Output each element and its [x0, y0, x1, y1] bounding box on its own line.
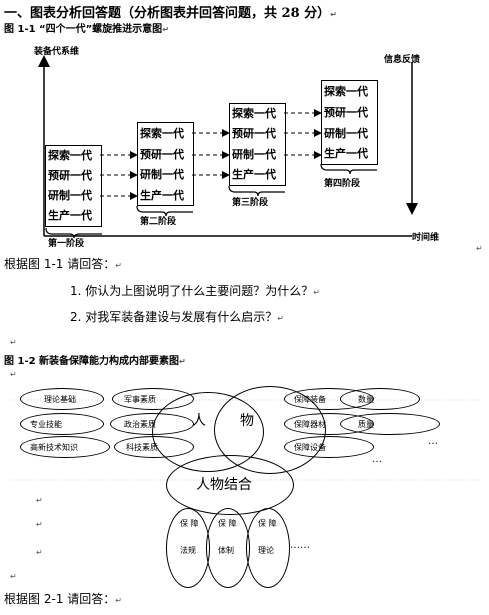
- paragraph-mark: ↵: [476, 244, 483, 253]
- figure2-caption: 图 1-2 新装备保障能力构成内部要素图↵: [4, 356, 186, 367]
- pill-label: 保障器材: [294, 420, 326, 429]
- bottom-label-bottom: 法规: [180, 546, 196, 555]
- stage3-item: 探索一代: [232, 107, 276, 120]
- q1-intro: 根据图 1-1 请回答：↵: [4, 257, 122, 271]
- info-feedback-label: 信息反馈: [384, 55, 421, 65]
- stage3-box: 探索一代 预研一代 研制一代 生产一代: [229, 103, 286, 186]
- pill-label: 保障设备: [294, 443, 326, 452]
- pill-right-3: [284, 436, 374, 458]
- bottom-label-top: 保 障: [180, 519, 199, 528]
- figure1-axes: [38, 55, 418, 239]
- section-title: 一、图表分析回答题（分析图表并回答问题，共 28 分）↵: [4, 6, 337, 21]
- ellipsis-mid: …: [372, 454, 382, 465]
- object-label: 物: [240, 413, 254, 429]
- pill-far-1: [340, 388, 420, 410]
- paragraph-mark: ↵: [36, 548, 43, 557]
- pill-label: 高新技术知识: [30, 443, 78, 452]
- ellipsis-bottom: ……: [290, 540, 310, 551]
- pill-label: 军事素质: [124, 395, 156, 404]
- paragraph-mark: ↵: [36, 496, 43, 505]
- bottom-label-bottom: 理论: [258, 546, 274, 555]
- pill-far-2: [340, 413, 440, 435]
- stage3-item: 生产一代: [232, 168, 276, 181]
- stage4-item: 研制一代: [324, 127, 368, 140]
- stage2-item: 探索一代: [140, 127, 184, 140]
- stage2-caption: 第二阶段: [140, 217, 177, 227]
- pill-mid-1: [112, 388, 194, 410]
- pill-mid-2: [110, 413, 194, 435]
- stage2-item: 预研一代: [140, 148, 184, 161]
- stage3-caption: 第三阶段: [232, 198, 269, 208]
- stage2-box: 探索一代 预研一代 研制一代 生产一代: [137, 122, 194, 206]
- stage4-box: 探索一代 预研一代 研制一代 生产一代: [321, 80, 378, 165]
- stage4-item: 探索一代: [324, 85, 368, 98]
- pill-label: 科技素质: [126, 443, 158, 452]
- bottom-label-top: 保 障: [258, 519, 277, 528]
- stage4-item: 生产一代: [324, 147, 368, 160]
- q1-question-2: 2. 对我军装备建设与发展有什么启示？↵: [70, 310, 284, 324]
- stage3-item: 研制一代: [232, 148, 276, 161]
- figure1-caption: 图 1-1 “四个一代”螺旋推进示意图↵: [4, 24, 169, 35]
- ellipsis-right: …: [428, 436, 438, 447]
- stage4-caption: 第四阶段: [324, 179, 361, 189]
- pill-label: 数量: [358, 395, 374, 404]
- pill-mid-3: [114, 436, 194, 458]
- pill-label: 政治素质: [124, 420, 156, 429]
- pill-label: 专业技能: [30, 420, 62, 429]
- stage1-item: 预研一代: [48, 169, 92, 182]
- pill-left-2: [20, 413, 104, 435]
- stage4-item: 预研一代: [324, 106, 368, 119]
- bottom-label-bottom: 体制: [218, 546, 234, 555]
- bottom-label-top: 保 障: [218, 519, 237, 528]
- person-label: 人: [192, 413, 206, 429]
- q1-question-1: 1. 你认为上图说明了什么主要问题？为什么？↵: [70, 284, 320, 298]
- stage2-item: 生产一代: [140, 189, 184, 202]
- paragraph-mark: ↵: [10, 370, 17, 379]
- paragraph-mark: ↵: [10, 572, 17, 581]
- y-axis-label: 装备代系维: [34, 47, 80, 57]
- stage1-item: 研制一代: [48, 189, 92, 202]
- stage1-box: 探索一代 预研一代 研制一代 生产一代: [45, 145, 102, 227]
- stage1-item: 生产一代: [48, 209, 92, 222]
- paragraph-mark: ↵: [10, 338, 17, 347]
- combine-label: 人物结合: [196, 477, 252, 493]
- pill-label: 理论基础: [44, 395, 76, 404]
- paragraph-mark: ↵: [36, 520, 43, 529]
- pill-label: 质量: [358, 420, 374, 429]
- x-axis-label: 时间维: [412, 233, 440, 243]
- stage3-item: 预研一代: [232, 127, 276, 140]
- stage2-item: 研制一代: [140, 168, 184, 181]
- bottom-oval-3: [246, 508, 290, 588]
- stage1-caption: 第一阶段: [48, 239, 85, 249]
- pill-left-1: [20, 388, 104, 410]
- stage1-item: 探索一代: [48, 149, 92, 162]
- pill-left-3: [20, 436, 110, 458]
- pill-label: 保障装备: [294, 395, 326, 404]
- q2-intro: 根据图 2-1 请回答：↵: [4, 592, 122, 606]
